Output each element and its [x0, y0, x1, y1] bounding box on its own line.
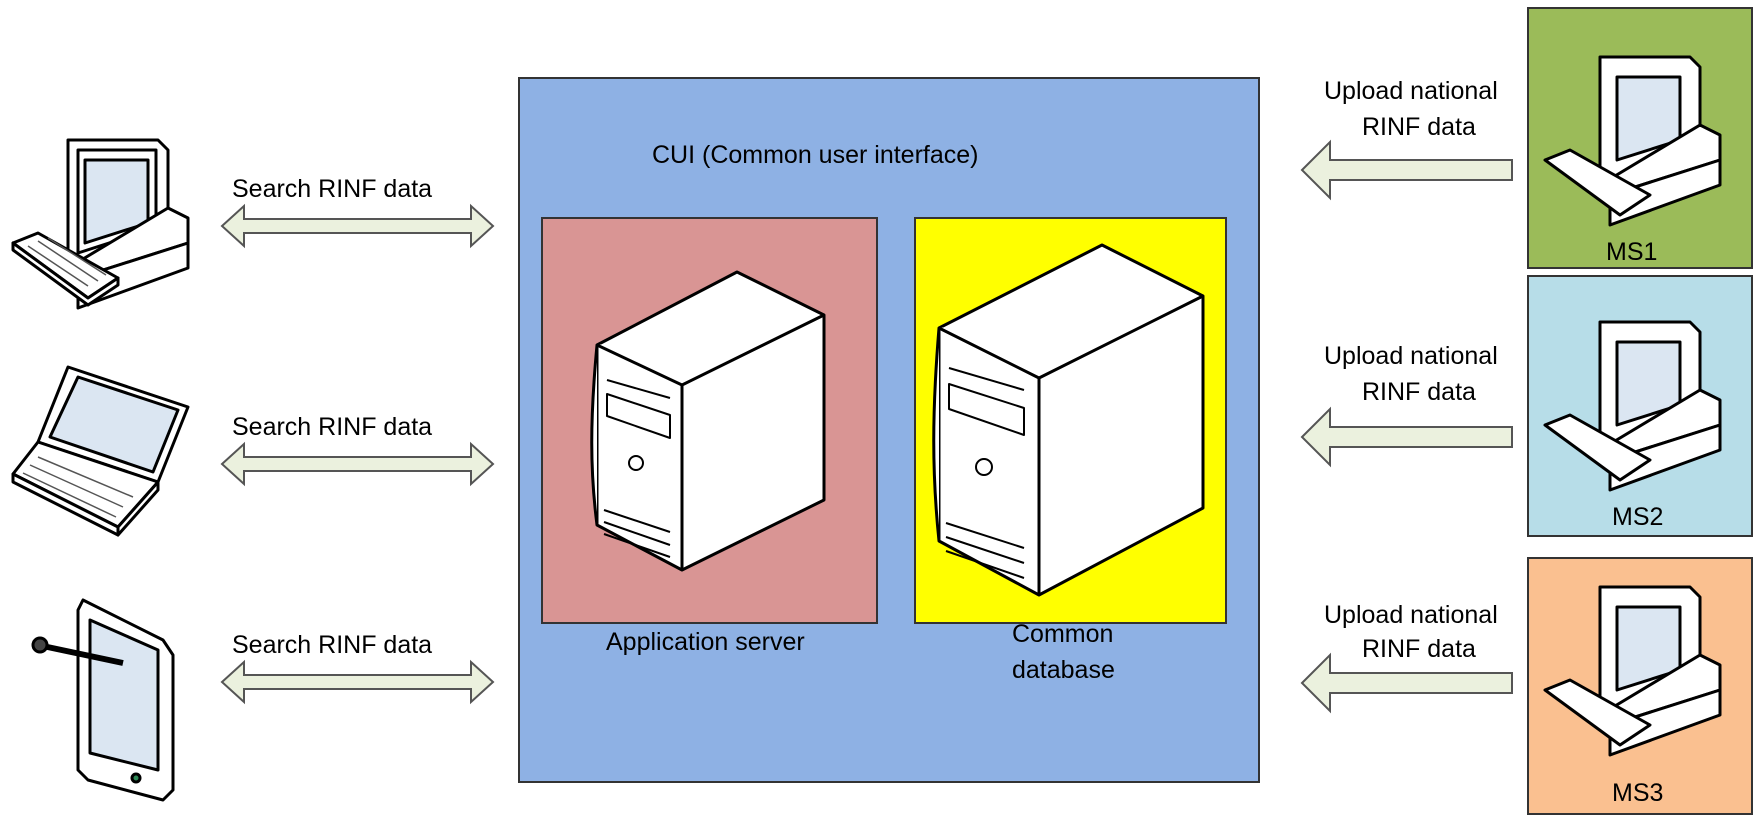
ms2-label: MS2: [1612, 503, 1664, 531]
search-label-3: Search RINF data: [232, 631, 433, 659]
ms1-label: MS1: [1606, 238, 1658, 266]
search-arrow-1: [220, 203, 495, 249]
tablet-icon: [31, 598, 175, 802]
cui-title: CUI (Common user interface): [652, 141, 979, 169]
ms2-computer-icon: [1543, 320, 1722, 492]
search-label-2: Search RINF data: [232, 413, 433, 441]
database-server-icon: [932, 243, 1205, 597]
ms3-computer-icon: [1543, 585, 1722, 757]
ms1-computer-icon: [1543, 55, 1722, 227]
upload-label-1-line1: Upload national: [1324, 77, 1498, 105]
search-arrow-3: [220, 659, 495, 705]
application-server-icon: [590, 270, 826, 572]
upload-label-1-line2: RINF data: [1362, 113, 1476, 141]
desktop-computer-icon: [11, 138, 190, 310]
upload-arrow-3: [1300, 652, 1513, 714]
upload-label-2-line1: Upload national: [1324, 342, 1498, 370]
common-database-label-line1: Common: [1012, 620, 1114, 648]
upload-label-2-line2: RINF data: [1362, 378, 1476, 406]
ms3-label: MS3: [1612, 779, 1664, 807]
search-arrow-2: [220, 441, 495, 487]
application-server-label: Application server: [606, 628, 805, 656]
common-database-label-line2: database: [1012, 656, 1115, 684]
upload-label-3-line1: Upload national: [1324, 601, 1498, 629]
upload-label-3-line2: RINF data: [1362, 635, 1476, 663]
upload-arrow-2: [1300, 406, 1513, 468]
laptop-icon: [11, 365, 190, 537]
upload-arrow-1: [1300, 139, 1513, 201]
search-label-1: Search RINF data: [232, 175, 433, 203]
